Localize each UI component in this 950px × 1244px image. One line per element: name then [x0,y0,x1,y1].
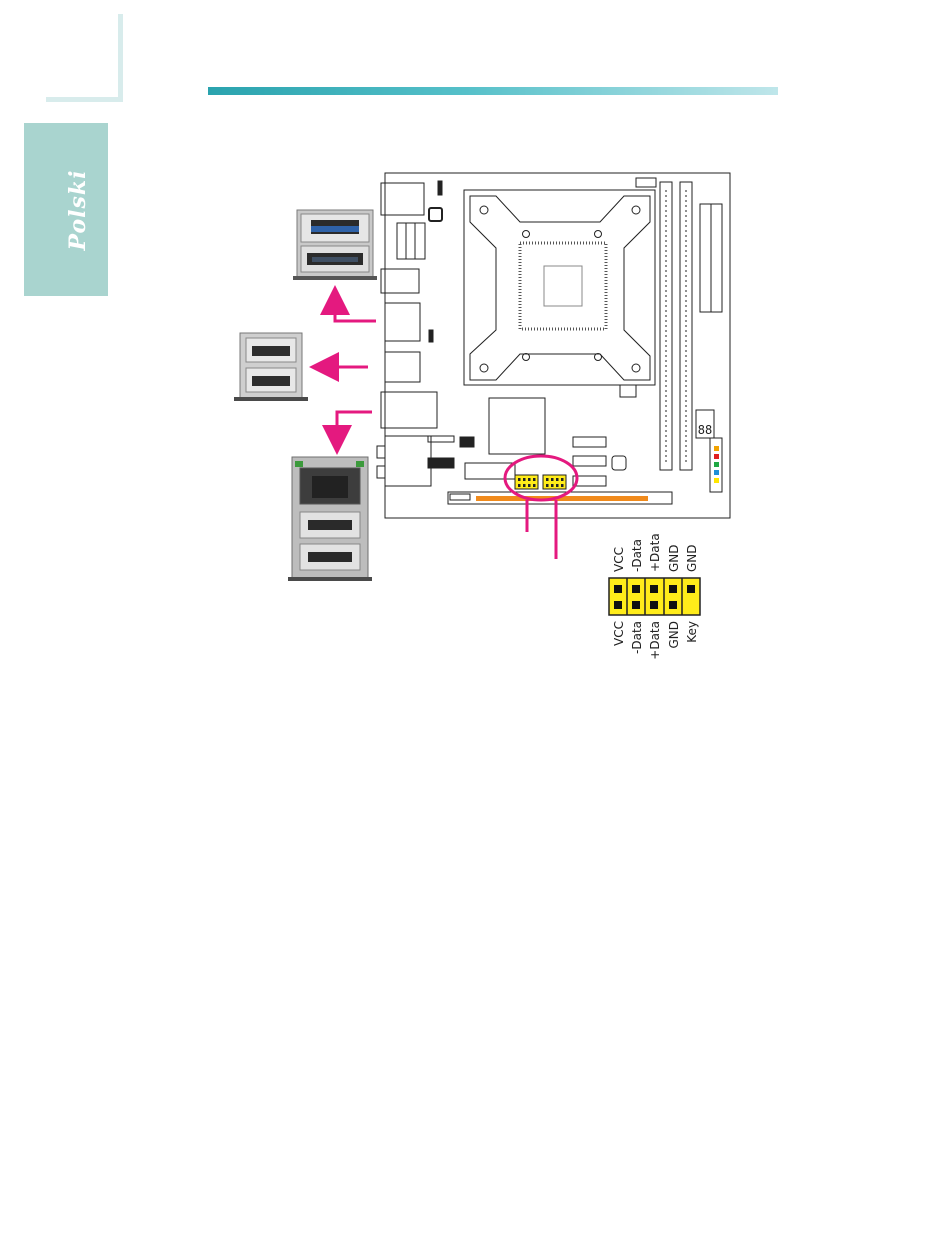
usb-pin-header-diagram [609,578,700,615]
pin-label-bottom-4: GND [667,621,681,649]
board-debug-led-readout: 88 [698,423,712,437]
port-pointer-arrows [324,300,376,440]
pin-label-top-4: GND [667,544,681,572]
motherboard-outline [377,173,730,518]
pin-label-bottom-3: +Data [648,621,662,660]
dual-usb-port-photo [234,333,308,401]
lan-usb-port-photo [288,457,372,581]
pin-label-top-1: VCC [612,547,626,572]
pin-label-bottom-5: Key [685,621,699,643]
pin-label-top-3: +Data [648,533,662,572]
usb-esata-port-photo [293,210,377,280]
pin-label-top-5: GND [685,544,699,572]
pin-label-bottom-1: VCC [612,621,626,646]
pin-labels-top-row: VCC -Data +Data GND GND [612,533,699,572]
pin-labels-bottom-row: VCC -Data +Data GND Key [612,621,699,660]
pin-label-bottom-2: -Data [630,621,644,654]
pin-label-top-2: -Data [630,539,644,572]
